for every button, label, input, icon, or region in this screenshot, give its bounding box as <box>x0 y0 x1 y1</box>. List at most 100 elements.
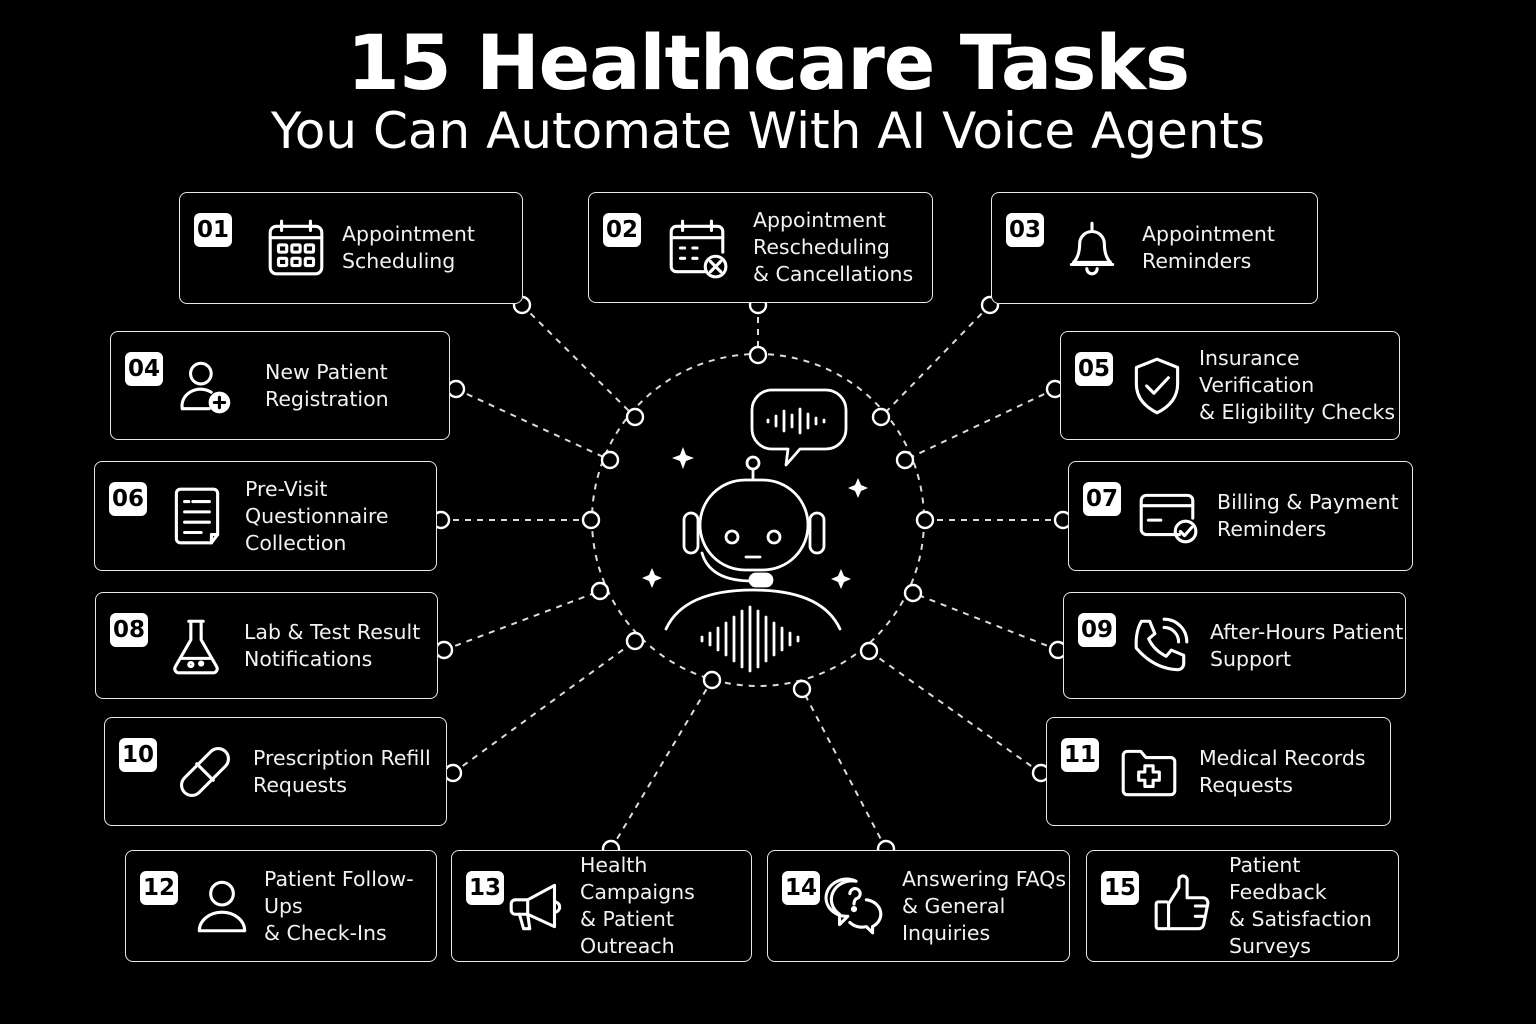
megaphone-icon <box>502 851 574 961</box>
pill-icon <box>169 718 241 825</box>
user-icon <box>186 851 258 961</box>
phone-ringing-icon <box>1124 593 1196 698</box>
task-label-line: Health Campaigns <box>580 853 695 904</box>
task-label-line: Notifications <box>244 646 373 671</box>
connector-line-01 <box>521 304 636 418</box>
bell-icon <box>1056 193 1128 303</box>
task-label-line: Requests <box>1199 772 1293 797</box>
thumbs-up-icon <box>1147 851 1219 961</box>
document-icon <box>161 462 233 570</box>
hub-node-09 <box>903 583 923 603</box>
hub-node-03 <box>871 407 891 427</box>
hub-node-08 <box>590 581 610 601</box>
task-label-line: & General <box>902 893 1006 918</box>
hub-node-13 <box>702 670 722 690</box>
task-label-line: Appointment <box>1142 222 1275 246</box>
page-title: 15 Healthcare Tasks <box>346 18 1190 107</box>
task-number-badge: 13 <box>466 871 505 905</box>
hub-node-01 <box>625 407 645 427</box>
task-label-line: Appointment <box>753 208 886 232</box>
task-label-line: Answering FAQs <box>902 866 1067 891</box>
task-label-line: Registration <box>265 386 389 411</box>
task-number-badge: 02 <box>603 213 642 247</box>
task-number-badge: 12 <box>140 871 179 905</box>
calendar-cancel-icon <box>661 193 733 302</box>
task-label-line: Rescheduling <box>753 235 890 259</box>
task-label-line: Questionnaire <box>245 503 389 528</box>
task-label-line: After-Hours Patient <box>1210 619 1404 644</box>
task-label-line: Patient Feedback <box>1229 853 1327 904</box>
task-label-line: Inquiries <box>902 920 991 945</box>
page-subtitle: You Can Automate With AI Voice Agents <box>270 102 1266 160</box>
user-add-icon <box>169 332 241 439</box>
connector-line-04 <box>455 388 611 461</box>
task-number-badge: 04 <box>125 352 164 386</box>
hub-node-14 <box>792 679 812 699</box>
task-label-line: Pre-Visit <box>245 476 328 501</box>
connector-line-05 <box>904 388 1056 461</box>
task-label-line: Prescription Refill <box>253 745 431 770</box>
ai-robot-headset-icon <box>642 388 868 673</box>
shield-check-icon <box>1121 332 1193 439</box>
task-label-line: Lab & Test Result <box>244 619 421 644</box>
task-label-line: Billing & Payment <box>1217 490 1399 514</box>
hub-node-04 <box>600 450 620 470</box>
credit-card-check-icon <box>1131 462 1203 570</box>
task-number-badge: 08 <box>110 613 149 647</box>
task-label: Insurance Verification& Eligibility Chec… <box>1199 332 1399 439</box>
task-number-badge: 01 <box>194 213 233 247</box>
task-label-line: New Patient <box>265 359 388 384</box>
task-label-line: & Cancellations <box>753 262 914 286</box>
task-label-line: & Eligibility Checks <box>1199 400 1396 424</box>
task-number-badge: 14 <box>782 871 821 905</box>
task-number-badge: 11 <box>1061 738 1100 772</box>
task-label-line: Medical Records <box>1199 745 1366 770</box>
connector-line-09 <box>912 592 1059 651</box>
task-label-line: Outreach <box>580 934 675 958</box>
connector-line-10 <box>452 640 636 774</box>
connector-line-11 <box>868 650 1042 774</box>
hub-node-05 <box>895 450 915 470</box>
hub-node-07 <box>915 510 935 530</box>
task-label-line: Requests <box>253 772 347 797</box>
soundwave-speech-bubble-icon <box>750 388 848 467</box>
connector-line-03 <box>880 304 991 418</box>
task-card-05: 05 Insurance Verification& Eligibility Ch… <box>1060 331 1400 440</box>
hub-node-10 <box>625 631 645 651</box>
question-chat-icon <box>818 851 890 961</box>
connector-line-08 <box>443 590 601 651</box>
task-label-line: Surveys <box>1229 934 1311 958</box>
task-label-line: & Check-Ins <box>264 920 387 945</box>
card-node-04 <box>446 379 466 399</box>
task-label: Patient Follow-Ups& Check-Ins <box>264 851 436 961</box>
task-number-badge: 05 <box>1075 352 1114 386</box>
card-node-10 <box>443 763 463 783</box>
task-label-line: Appointment <box>342 222 475 246</box>
task-number-badge: 03 <box>1006 213 1045 247</box>
connector-line-13 <box>610 679 713 850</box>
task-number-badge: 10 <box>119 738 158 772</box>
card-node-08 <box>434 640 454 660</box>
task-label-line: Reminders <box>1142 249 1252 273</box>
task-label-line: Scheduling <box>342 249 456 273</box>
